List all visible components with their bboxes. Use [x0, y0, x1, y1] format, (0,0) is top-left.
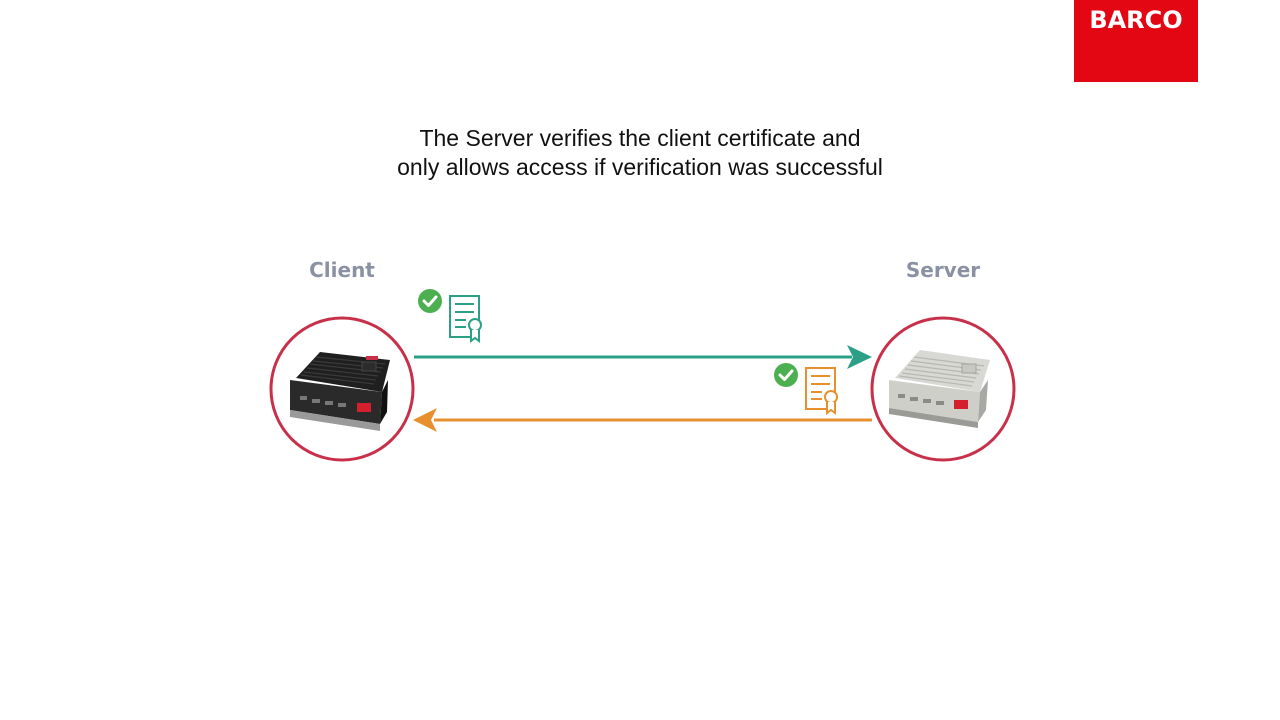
barco-logo: BARCO	[1074, 0, 1198, 82]
arrow-server-to-client	[413, 408, 872, 432]
client-certificate-icon	[449, 295, 482, 343]
server-device-icon	[889, 350, 990, 428]
server-check-icon	[774, 363, 798, 387]
caption-line-2: only allows access if verification was s…	[397, 154, 883, 180]
client-node	[269, 316, 415, 462]
arrow-client-to-server	[414, 345, 872, 369]
server-node	[870, 316, 1016, 462]
server-certificate-icon	[805, 367, 838, 415]
client-device-icon	[290, 352, 390, 431]
caption-line-1: The Server verifies the client certifica…	[419, 125, 861, 151]
logo-text: BARCO	[1089, 6, 1183, 34]
caption: The Server verifies the client certifica…	[0, 124, 1280, 182]
server-label: Server	[905, 258, 981, 282]
client-check-icon	[418, 289, 442, 313]
client-label: Client	[309, 258, 375, 282]
